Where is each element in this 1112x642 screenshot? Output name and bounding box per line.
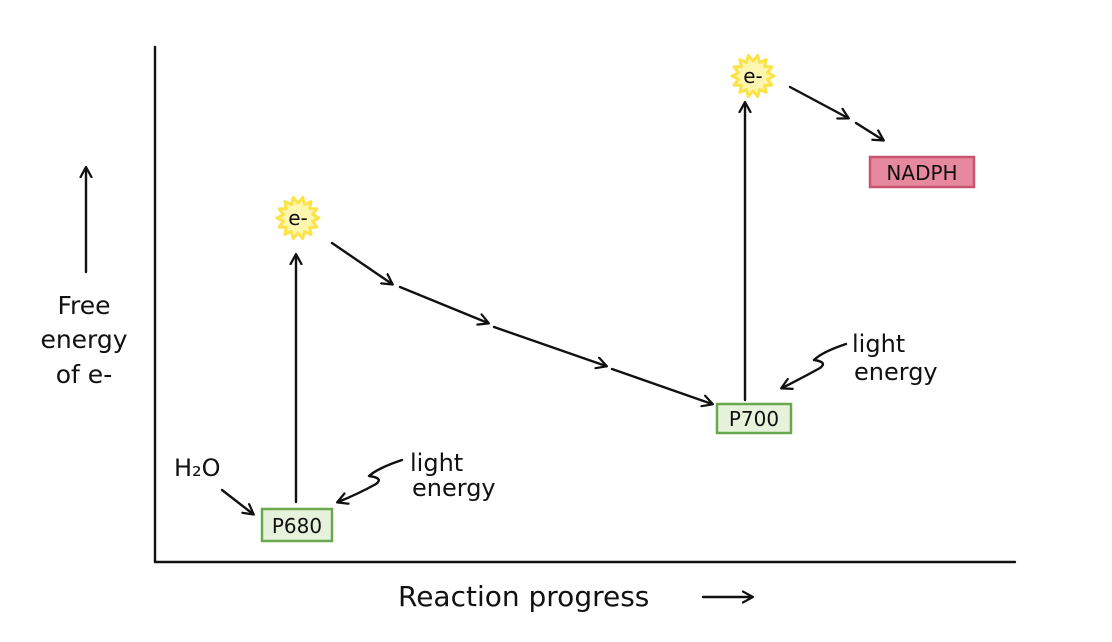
- light-energy-label-2-line-2: energy: [854, 358, 938, 386]
- electron-icon-2: [730, 54, 776, 98]
- p680-label: P680: [272, 514, 322, 538]
- etc-arrow-icon-2: [398, 285, 488, 323]
- nadph-arrow-icon-2: [854, 121, 883, 140]
- light-energy-squiggle-icon-2: [782, 342, 848, 388]
- y-axis-label-line-2: energy: [40, 325, 127, 354]
- x-axis-label: Reaction progress: [398, 580, 649, 613]
- electron-glow-shape: [275, 196, 321, 240]
- light-energy-label-2-line-1: light: [852, 330, 905, 358]
- nadph-box: [868, 155, 976, 189]
- electron-icon-1: [275, 196, 321, 240]
- h2o-label: H₂O: [174, 454, 221, 482]
- electron-glow-shape: [730, 54, 776, 98]
- nadph-label: NADPH: [886, 161, 957, 185]
- p700-label: P700: [729, 407, 779, 431]
- y-axis-label-line-3: of e-: [56, 360, 112, 389]
- etc-arrow-icon-1: [330, 241, 392, 284]
- light-energy-squiggle-icon-1: [338, 458, 404, 502]
- light-energy-label-1-line-1: light: [410, 449, 463, 477]
- nadph-arrow-icon-1: [788, 85, 848, 118]
- electron-label-2: e-: [743, 64, 763, 88]
- electron-label-1: e-: [288, 206, 308, 230]
- p680-box: [260, 507, 334, 543]
- light-energy-label-1-line-2: energy: [412, 474, 496, 502]
- etc-arrow-icon-4: [610, 367, 712, 404]
- p700-box: [715, 402, 793, 435]
- h2o-arrow-icon: [220, 488, 253, 514]
- etc-arrow-icon-3: [492, 325, 606, 366]
- y-axis-label-line-1: Free: [57, 291, 110, 320]
